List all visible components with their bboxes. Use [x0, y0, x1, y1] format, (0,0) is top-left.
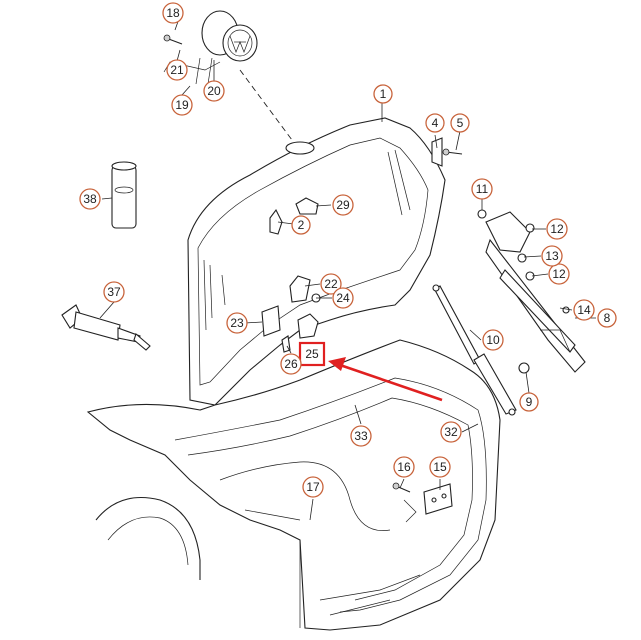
callout-17: 17	[302, 476, 324, 498]
svg-text:37: 37	[107, 285, 121, 299]
callout-9: 9	[519, 392, 539, 412]
callout-24: 24	[332, 287, 354, 309]
svg-text:20: 20	[207, 84, 221, 98]
svg-text:29: 29	[336, 198, 350, 212]
callout-4: 4	[425, 113, 445, 133]
callout-18: 18	[162, 2, 184, 24]
svg-text:13: 13	[545, 249, 559, 263]
callout-37: 37	[103, 281, 125, 303]
callout-38: 38	[79, 188, 101, 210]
callout-15: 15	[429, 456, 451, 478]
aerosol-can-icon	[111, 161, 137, 229]
callout-10: 10	[482, 329, 504, 351]
svg-text:22: 22	[324, 277, 338, 291]
svg-text:10: 10	[486, 333, 500, 347]
svg-text:9: 9	[526, 395, 533, 409]
hinge-assembly	[477, 209, 586, 374]
svg-text:15: 15	[433, 460, 447, 474]
svg-text:12: 12	[552, 267, 566, 281]
callout-20: 20	[203, 80, 225, 102]
gas-strut	[432, 284, 517, 416]
callout-25-highlighted: 25	[305, 347, 319, 361]
hydraulic-strut-icon	[61, 304, 151, 351]
svg-text:1: 1	[380, 87, 387, 101]
tailgate-panel	[187, 117, 446, 406]
svg-text:25: 25	[305, 347, 319, 361]
callout-23: 23	[226, 312, 248, 334]
svg-text:33: 33	[354, 429, 368, 443]
emblem-icon	[201, 10, 258, 62]
svg-text:38: 38	[83, 192, 97, 206]
lock-icon	[403, 483, 453, 523]
callout-2: 2	[291, 215, 311, 235]
callout-32: 32	[440, 421, 462, 443]
svg-text:8: 8	[604, 311, 611, 325]
svg-text:11: 11	[476, 182, 489, 196]
callout-12: 12	[546, 218, 568, 240]
callout-14: 14	[573, 299, 595, 321]
callout-8: 8	[597, 308, 617, 328]
callout-19: 19	[171, 94, 193, 116]
callout-22: 22	[320, 273, 342, 295]
callout-11: 11	[471, 178, 493, 200]
callout-13: 13	[541, 245, 563, 267]
highlight-arrow	[328, 357, 443, 402]
callout-12: 12	[548, 263, 570, 285]
svg-text:26: 26	[284, 357, 298, 371]
callout-29: 29	[332, 194, 354, 216]
screw-icon	[163, 34, 183, 45]
svg-text:17: 17	[306, 480, 320, 494]
svg-text:12: 12	[550, 222, 564, 236]
svg-text:5: 5	[457, 116, 464, 130]
svg-text:23: 23	[230, 316, 244, 330]
svg-text:21: 21	[170, 63, 184, 77]
callout-1: 1	[373, 84, 393, 104]
callout-21: 21	[166, 59, 188, 81]
svg-text:14: 14	[577, 303, 591, 317]
callout-33: 33	[350, 425, 372, 447]
svg-text:18: 18	[166, 6, 180, 20]
car-body	[86, 339, 501, 631]
highlight-box	[298, 341, 326, 367]
svg-text:32: 32	[444, 425, 458, 439]
callout-5: 5	[450, 113, 470, 133]
svg-text:16: 16	[397, 460, 411, 474]
callout-26: 26	[280, 353, 302, 375]
svg-text:4: 4	[432, 116, 439, 130]
svg-text:19: 19	[175, 98, 189, 112]
callout-16: 16	[393, 456, 415, 478]
svg-text:2: 2	[298, 218, 305, 232]
svg-text:24: 24	[336, 291, 350, 305]
